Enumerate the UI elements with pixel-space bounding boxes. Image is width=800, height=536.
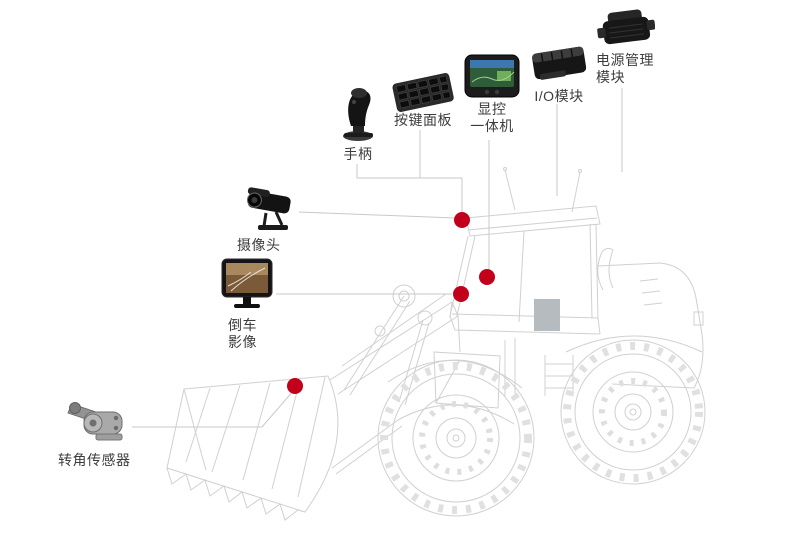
install-points	[287, 212, 495, 394]
bucket-hatching	[183, 376, 326, 498]
angle-sensor-photo	[67, 402, 123, 441]
label-rear-view-monitor: 倒车 影像	[228, 317, 257, 350]
joystick-photo	[343, 88, 373, 141]
cab-pillars	[449, 223, 599, 323]
cab-roof	[465, 205, 601, 237]
power-module-image	[597, 4, 656, 55]
connector-lines	[132, 88, 623, 428]
angle-sensor-image	[66, 394, 132, 453]
connector-camera	[298, 211, 456, 219]
ladder	[544, 355, 574, 396]
display-unit-photo	[464, 54, 520, 98]
engine-hood	[597, 262, 704, 389]
cab-base	[449, 313, 601, 335]
bucket-teeth	[166, 467, 306, 521]
label-angle-sensor: 转角传感器	[58, 452, 131, 468]
label-camera: 摄像头	[237, 237, 281, 253]
label-keypad: 按键面板	[394, 112, 452, 128]
rear-view-monitor-photo	[221, 258, 273, 308]
bucket-outline	[166, 375, 339, 513]
label-display-unit: 显控 一体机	[470, 101, 514, 134]
exhaust	[597, 247, 614, 291]
keypad-image	[391, 70, 455, 119]
rear-wheel	[560, 339, 706, 485]
keypad-photo	[392, 73, 454, 112]
camera-photo	[246, 187, 291, 230]
install-point-4	[287, 378, 303, 394]
label-joystick: 手柄	[343, 146, 373, 162]
install-point-1	[454, 212, 470, 228]
connector-joystick-keypad	[356, 130, 463, 212]
camera-image	[242, 182, 300, 239]
io-module-image	[528, 38, 590, 91]
install-point-3	[453, 286, 469, 302]
wheel-loader-illustration	[166, 167, 706, 521]
rear-fender	[565, 335, 703, 353]
antennas	[504, 169, 581, 213]
label-io-module: I/O模块	[534, 88, 584, 104]
boom-arm	[329, 293, 459, 395]
front-wheel	[377, 359, 535, 517]
joystick-image	[336, 84, 380, 147]
display-unit-image	[464, 54, 520, 105]
label-power-module: 电源管理 模块	[596, 52, 654, 85]
install-point-2	[479, 269, 495, 285]
rear-view-monitor-image	[221, 258, 275, 317]
io-module-photo	[532, 46, 587, 80]
hydraulic-cylinders	[331, 295, 430, 475]
power-module-photo	[597, 9, 656, 45]
connector-angle-sensor	[132, 389, 295, 428]
